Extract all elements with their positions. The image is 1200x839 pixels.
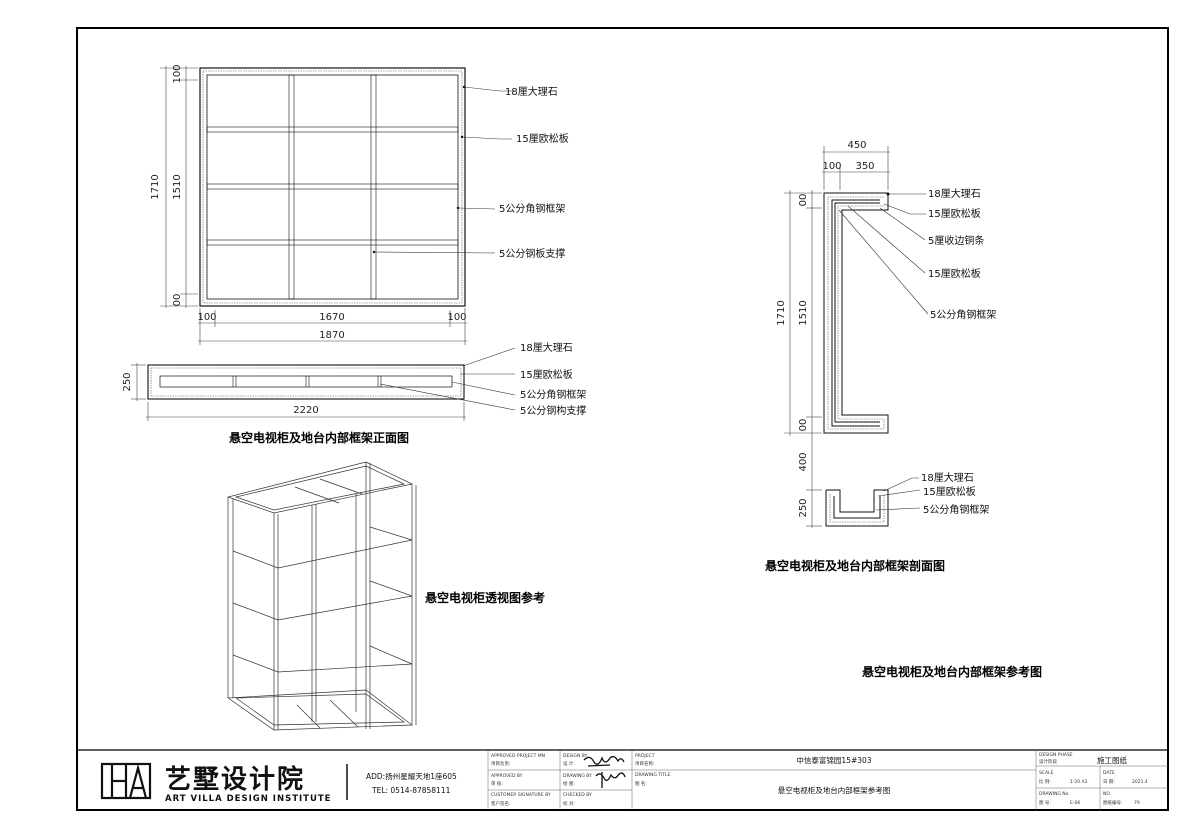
date-cn: 日 期:	[1103, 779, 1115, 785]
checked-en: CHECKED BY	[563, 792, 592, 798]
scale-value: 1:20 A3	[1070, 779, 1088, 785]
sheet-caption: 悬空电视柜及地台内部框架参考图	[861, 664, 1042, 679]
section-label-osb-2: 15厘欧松板	[928, 267, 981, 280]
phase-en: DESIGN PHASE	[1039, 752, 1073, 758]
approved-en: APPROVED PROJECT MN	[491, 753, 545, 759]
dim-section-h-bottom: 00	[798, 419, 809, 432]
dim-section-h-inner: 1510	[798, 300, 809, 325]
front-label-steel-plate: 5公分钢板支撑	[499, 247, 565, 260]
section-label-copper: 5厘收边铜条	[928, 234, 984, 247]
dim-front-inner-h: 1510	[172, 174, 183, 199]
scale-en: SCALE	[1039, 770, 1054, 776]
section-label-marble: 18厘大理石	[928, 187, 981, 200]
dim-section-h-top: 00	[798, 194, 809, 207]
customer-en: CUSTOMER SIGNATURE BY	[491, 792, 551, 798]
title-block: 艺墅设计院 ART VILLA DESIGN INSTITUTE ADD:扬州星…	[77, 749, 1168, 810]
front-label-angle-steel: 5公分角钢框架	[499, 202, 565, 215]
section-base-label-marble: 18厘大理石	[921, 471, 974, 484]
design-cn: 设 计:	[563, 760, 575, 767]
customer-cn: 客户签名:	[491, 800, 511, 807]
checked-cn: 校 对:	[563, 800, 575, 807]
dim-section-w-total: 450	[847, 140, 866, 151]
approved-by-cn: 审 核:	[491, 780, 503, 787]
company-address: ADD:扬州星耀天地1座605	[366, 771, 457, 781]
perspective-view	[226, 461, 417, 731]
project-cn: 项目名称:	[635, 760, 655, 767]
dim-front-left: 100	[197, 312, 216, 323]
base-label-marble: 18厘大理石	[520, 341, 573, 354]
signature-image	[583, 755, 626, 788]
drawing-title: 悬空电视柜及地台内部框架参考图	[778, 785, 891, 795]
drawing-title-cn: 图 名:	[635, 780, 647, 787]
sheet-no-en: NO.	[1103, 791, 1111, 797]
date-en: DATE	[1103, 770, 1115, 776]
dim-front-right: 100	[447, 312, 466, 323]
perspective-caption: 悬空电视柜透视图参考	[424, 590, 545, 605]
base-label-angle-steel: 5公分角钢框架	[520, 388, 586, 401]
dim-base-height: 250	[122, 372, 133, 391]
section-view: 450 100 350 1710 1510 00 00 400 250	[776, 140, 996, 528]
dim-section-w-b: 350	[855, 161, 874, 172]
sheet-no-value: 79	[1134, 800, 1140, 806]
section-label-angle-steel: 5公分角钢框架	[930, 308, 996, 321]
dim-section-h-total: 1710	[776, 300, 787, 325]
scale-cn: 比 例:	[1039, 778, 1051, 785]
base-label-osb: 15厘欧松板	[520, 368, 573, 381]
project-name: 中信泰富锦园15#303	[796, 755, 871, 765]
dim-base-width: 2220	[293, 405, 318, 416]
approved-by-en: APPROVED BY	[491, 773, 523, 779]
dim-section-gap: 400	[798, 452, 809, 471]
drawing-no-cn: 图 号:	[1039, 800, 1051, 806]
drawing-no-en: DRAWING No.	[1039, 791, 1070, 797]
design-en: DESIGN BY	[563, 753, 588, 759]
dim-section-base-h: 250	[798, 498, 809, 517]
drawing-no-value: E-06	[1070, 800, 1080, 806]
section-view-caption: 悬空电视柜及地台内部框架剖面图	[764, 558, 945, 573]
front-view: 1710 1510 100 00 100 1670 100 1870 18厘大理…	[150, 64, 569, 345]
front-view-caption: 悬空电视柜及地台内部框架正面图	[228, 430, 409, 445]
dim-front-mid: 1670	[319, 312, 344, 323]
drawing-cn: 绘 图:	[563, 780, 575, 787]
sheet-border	[76, 27, 1169, 811]
section-base-label-osb: 15厘欧松板	[923, 485, 976, 498]
base-view: 250 2220 18厘大理石 15厘欧松板 5公分角钢框架 5公分钢构支撑	[122, 341, 586, 421]
project-en: PROJECT	[635, 753, 655, 759]
drawing-title-en: DRAWING TITLE	[635, 772, 671, 778]
dim-front-bottom: 00	[172, 294, 183, 307]
logo-text-cn: 艺墅设计院	[165, 764, 305, 795]
approved-cn: 项目负责:	[491, 760, 511, 767]
dim-section-w-a: 100	[822, 161, 841, 172]
section-label-osb: 15厘欧松板	[928, 207, 981, 220]
base-label-steel-support: 5公分钢构支撑	[520, 404, 586, 417]
logo-mark	[100, 762, 152, 800]
sheet-no-cn: 图纸编号:	[1103, 799, 1123, 806]
logo-text-en: ART VILLA DESIGN INSTITUTE	[165, 794, 331, 804]
design-phase: 施工图纸	[1097, 755, 1127, 765]
dim-front-overall-w: 1870	[319, 330, 344, 341]
front-label-osb: 15厘欧松板	[516, 132, 569, 145]
dim-front-top: 100	[172, 64, 183, 83]
company-tel: TEL: 0514-87858111	[371, 786, 451, 795]
date-value: 2021.4	[1132, 779, 1148, 785]
dim-front-overall-h: 1710	[150, 174, 161, 199]
phase-cn: 设计阶段	[1039, 758, 1057, 765]
drawing-en: DRAWING BY	[563, 773, 592, 779]
section-base-label-angle-steel: 5公分角钢框架	[923, 503, 989, 516]
front-label-marble: 18厘大理石	[505, 85, 558, 98]
